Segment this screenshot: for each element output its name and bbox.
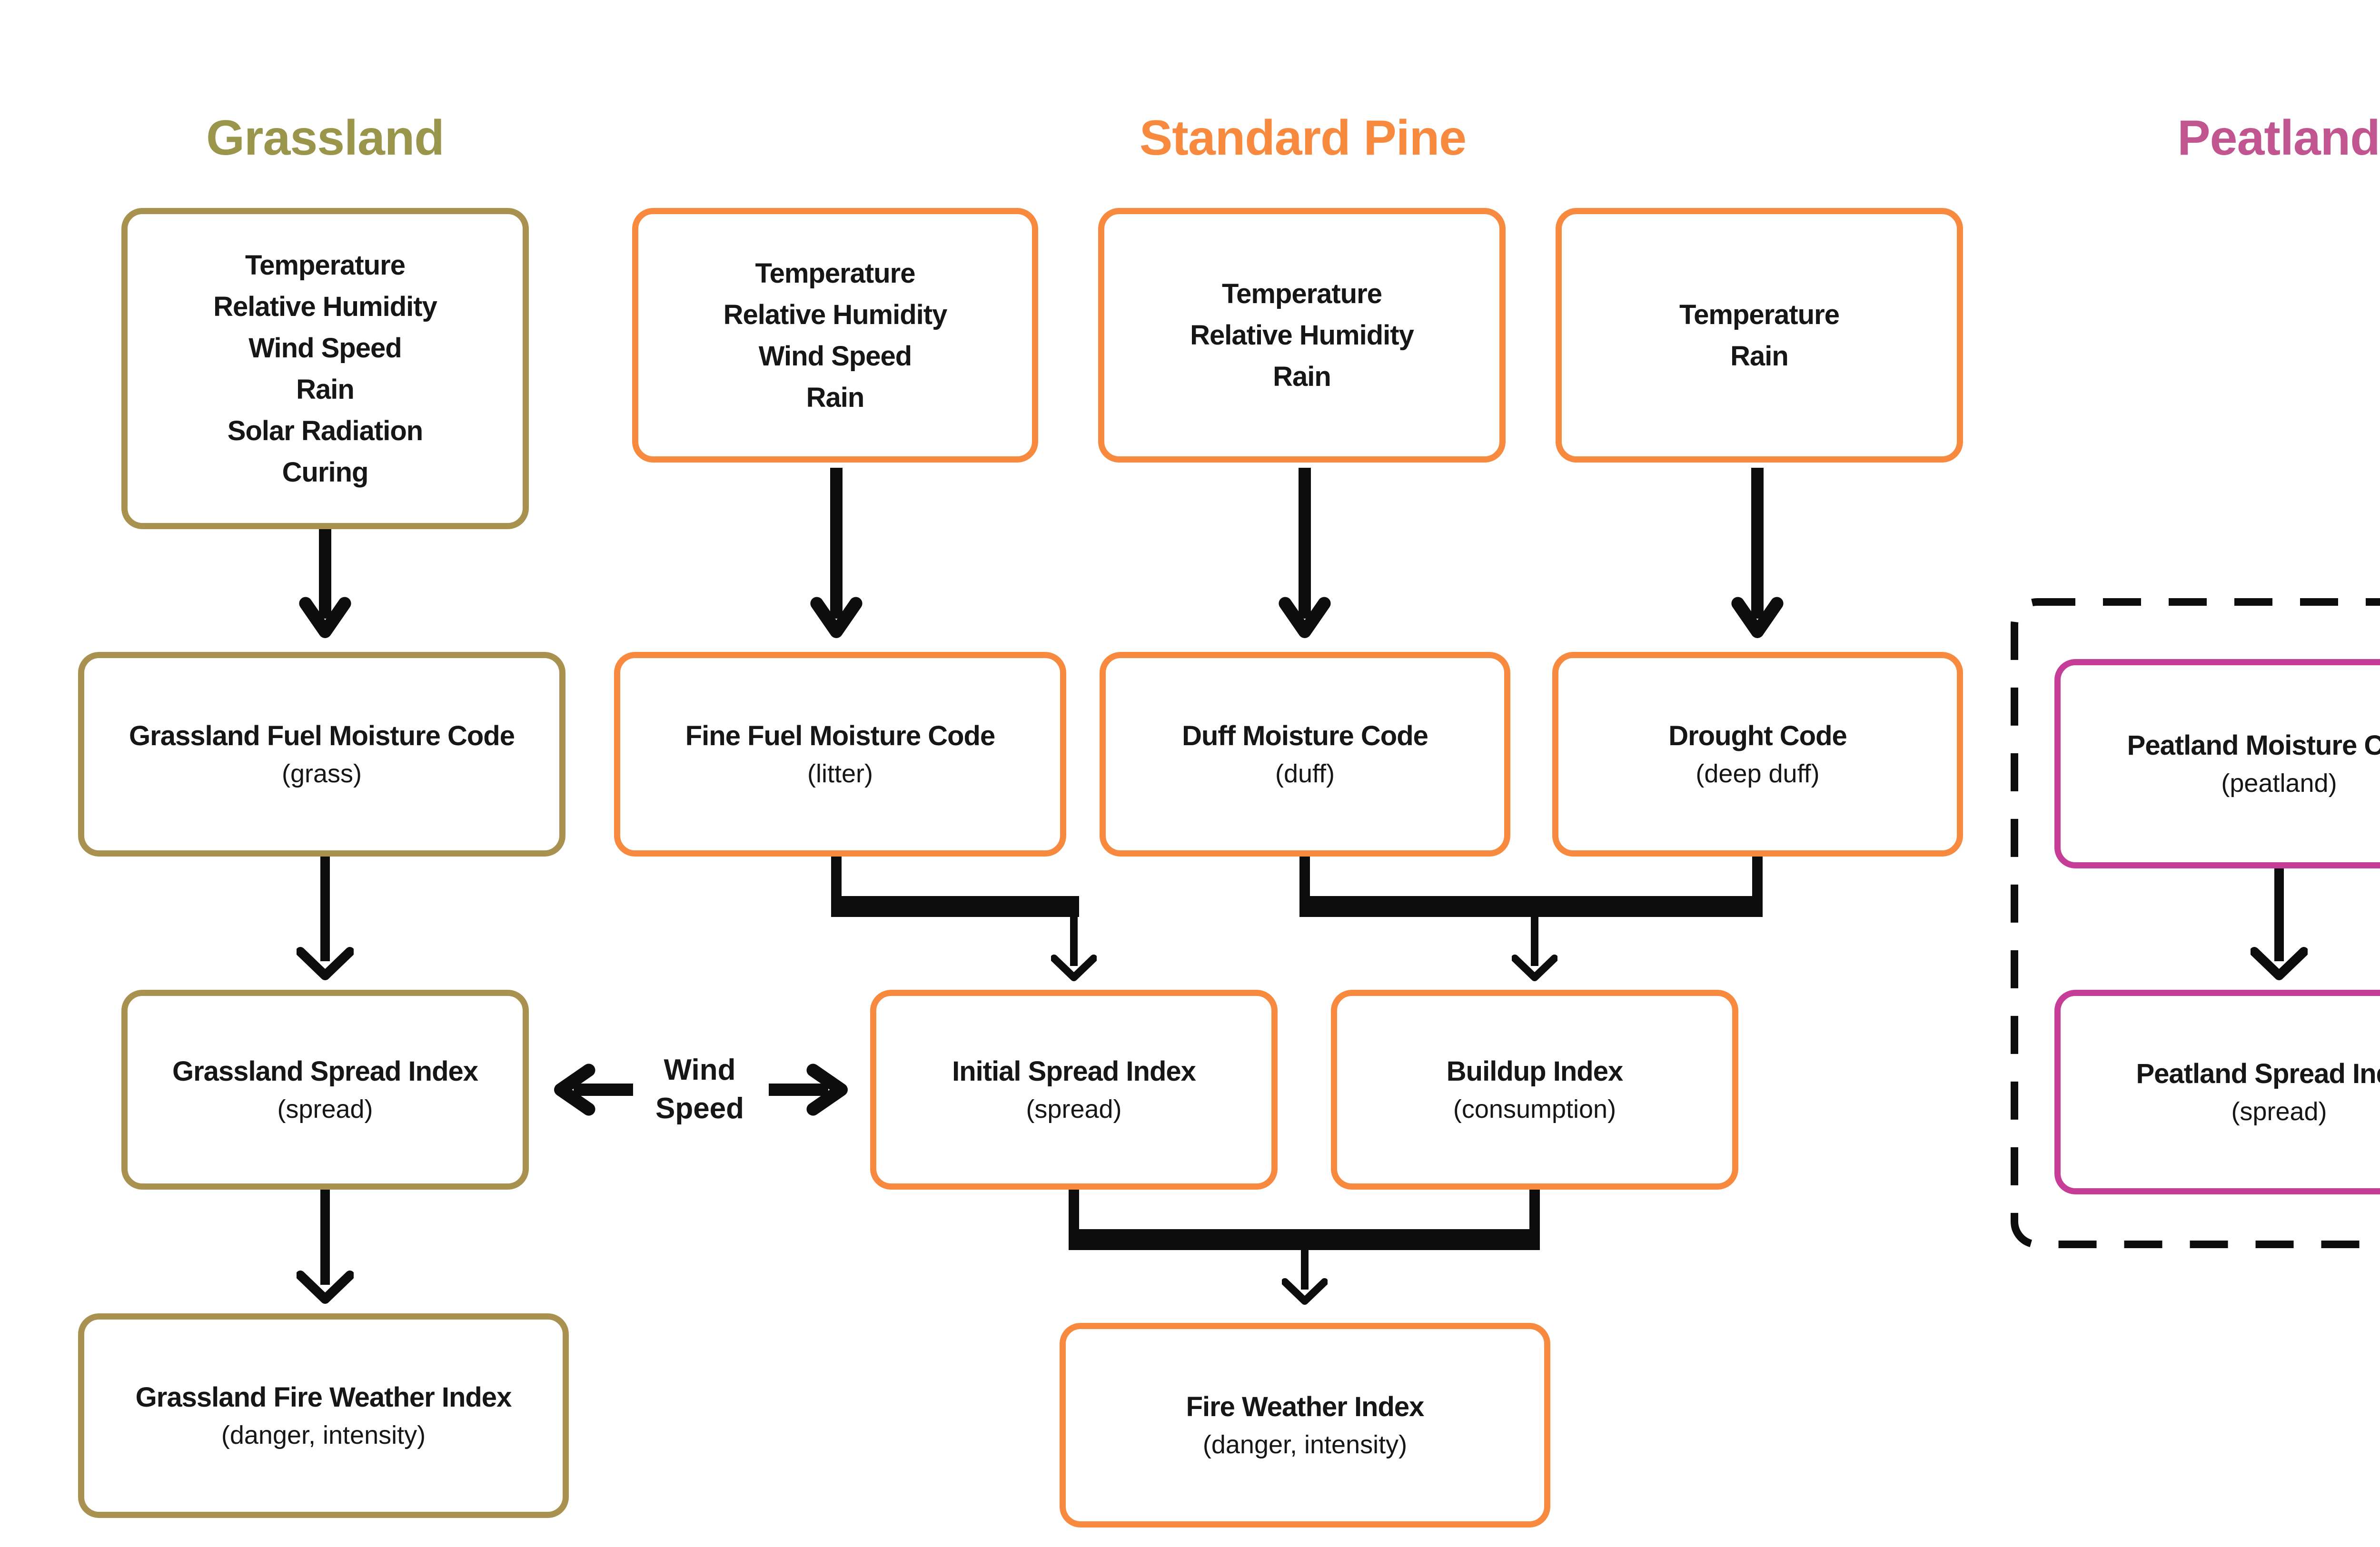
box-grassland-spread-index: Grassland Spread Index (spread) — [121, 990, 529, 1190]
input-line: Wind Speed — [248, 332, 402, 364]
box-drought-inputs: Temperature Rain — [1556, 208, 1963, 463]
node-title: Duff Moisture Code — [1182, 720, 1428, 752]
input-line: Rain — [1273, 361, 1331, 392]
input-line: Temperature — [245, 249, 406, 281]
node-subtitle: (danger, intensity) — [1202, 1430, 1408, 1459]
node-title: Grassland Spread Index — [172, 1056, 478, 1087]
box-drought-code: Drought Code (deep duff) — [1552, 652, 1963, 857]
column-title-standard-pine: Standard Pine — [1139, 110, 1467, 166]
box-initial-spread-index: Initial Spread Index (spread) — [870, 990, 1278, 1190]
box-grassland-inputs: Temperature Relative Humidity Wind Speed… — [121, 208, 529, 529]
input-line: Curing — [282, 456, 369, 488]
box-grassland-fire-weather-index: Grassland Fire Weather Index (danger, in… — [78, 1313, 569, 1518]
box-grassland-fuel-moisture-code: Grassland Fuel Moisture Code (grass) — [78, 652, 565, 857]
node-title: Grassland Fire Weather Index — [135, 1382, 512, 1413]
node-subtitle: (spread) — [2231, 1097, 2327, 1126]
box-duff-moisture-code: Duff Moisture Code (duff) — [1100, 652, 1510, 857]
box-peatland-spread-index: Peatland Spread Index (spread) — [2054, 990, 2380, 1194]
node-title: Peatland Moisture Code — [2127, 730, 2380, 761]
input-line: Wind Speed — [758, 340, 912, 372]
box-fire-weather-index: Fire Weather Index (danger, intensity) — [1060, 1323, 1550, 1527]
input-line: Relative Humidity — [213, 291, 437, 322]
input-line: Rain — [806, 382, 865, 413]
input-line: Temperature — [755, 257, 915, 289]
box-buildup-index: Buildup Index (consumption) — [1331, 990, 1738, 1190]
node-title: Fine Fuel Moisture Code — [685, 720, 995, 752]
input-line: Relative Humidity — [723, 299, 948, 330]
node-title: Grassland Fuel Moisture Code — [129, 720, 515, 752]
node-subtitle: (spread) — [277, 1094, 373, 1123]
box-fine-fuel-moisture-code: Fine Fuel Moisture Code (litter) — [614, 652, 1066, 857]
node-subtitle: (consumption) — [1453, 1094, 1616, 1123]
column-title-grassland: Grassland — [206, 110, 445, 166]
box-peatland-moisture-code: Peatland Moisture Code (peatland) — [2054, 659, 2380, 868]
input-line: Temperature — [1221, 278, 1382, 309]
input-line: Temperature — [1679, 299, 1840, 330]
wind-speed-label: Wind Speed — [633, 1033, 766, 1147]
wind-speed-line: Speed — [655, 1092, 744, 1125]
input-line: Relative Humidity — [1190, 320, 1414, 351]
peatland-group-outline — [2011, 598, 2380, 1248]
node-subtitle: (deep duff) — [1696, 759, 1820, 788]
node-title: Initial Spread Index — [952, 1056, 1196, 1087]
node-subtitle: (peatland) — [2221, 769, 2337, 798]
box-duff-inputs: Temperature Relative Humidity Rain — [1098, 208, 1506, 463]
input-line: Rain — [296, 374, 355, 405]
node-title: Drought Code — [1668, 720, 1847, 752]
node-subtitle: (spread) — [1026, 1094, 1122, 1123]
input-line: Solar Radiation — [227, 415, 423, 446]
node-subtitle: (duff) — [1275, 759, 1335, 788]
input-line: Rain — [1730, 340, 1789, 372]
node-title: Peatland Spread Index — [2136, 1058, 2380, 1090]
node-title: Buildup Index — [1446, 1056, 1623, 1087]
wind-speed-line: Wind — [664, 1054, 736, 1087]
node-subtitle: (litter) — [807, 759, 873, 788]
node-subtitle: (danger, intensity) — [221, 1420, 426, 1449]
node-title: Fire Weather Index — [1186, 1391, 1425, 1423]
node-subtitle: (grass) — [281, 759, 362, 788]
column-title-peatland: Peatland — [2177, 110, 2380, 166]
box-fine-fuel-inputs: Temperature Relative Humidity Wind Speed… — [632, 208, 1038, 463]
